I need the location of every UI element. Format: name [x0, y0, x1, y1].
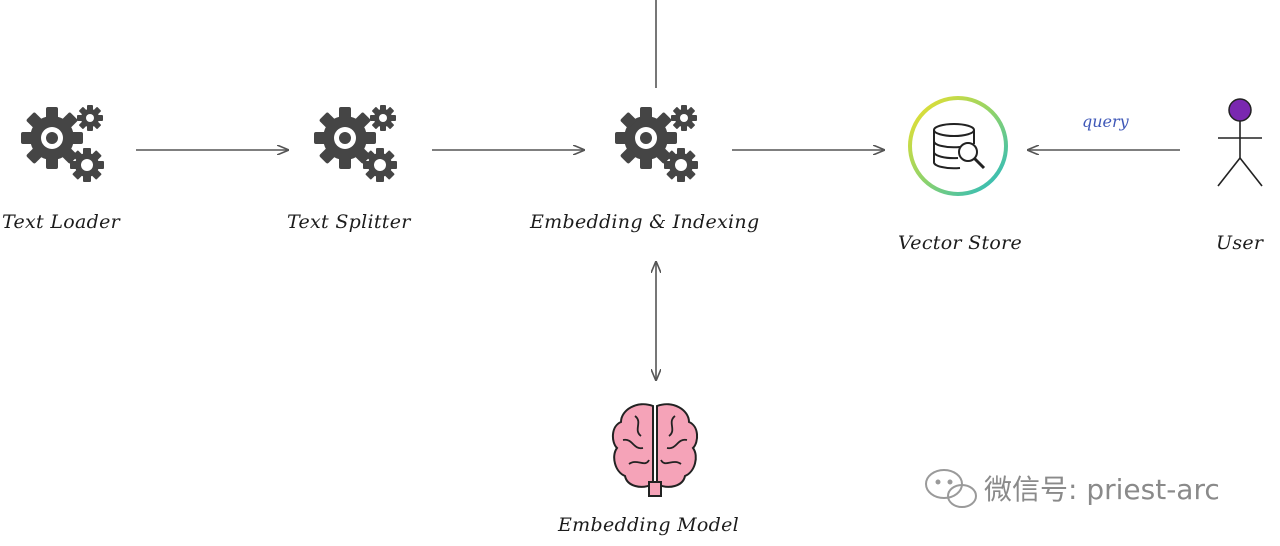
node-label-embedding-indexing: Embedding & Indexing — [530, 211, 760, 233]
gears-icon — [615, 105, 698, 182]
stick-figure-icon — [1217, 98, 1263, 187]
node-label-vector-store: Vector Store — [898, 232, 1023, 254]
brain-icon — [611, 403, 699, 497]
node-label-user: User — [1216, 232, 1264, 254]
node-label-embedding-model: Embedding Model — [558, 514, 740, 536]
watermark-text: 微信号: priest-arc — [984, 473, 1220, 506]
node-label-text-splitter: Text Splitter — [287, 211, 411, 233]
edge-label-query: query — [1082, 112, 1129, 131]
gears-icon — [314, 105, 397, 182]
node-label-text-loader: Text Loader — [2, 211, 121, 233]
gears-icon — [21, 105, 104, 182]
wechat-icon — [925, 469, 977, 508]
database-search-icon — [908, 96, 1008, 196]
